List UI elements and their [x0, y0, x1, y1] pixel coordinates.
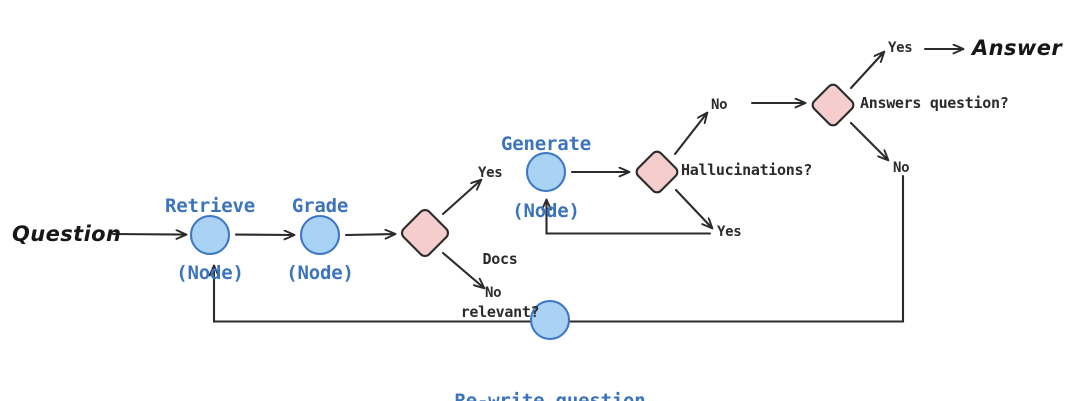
- node-rewrite-question[interactable]: [529, 299, 571, 341]
- node-label-retrieve-line1: Retrieve: [165, 194, 255, 217]
- edge-hallucinations-yes-loop: [547, 200, 712, 235]
- terminal-answer-label: Answer: [972, 36, 1063, 60]
- decision-label-docs-relevant-line2: relevant?: [460, 303, 540, 322]
- decision-label-docs-relevant-line1: Docs: [482, 250, 518, 269]
- edge-grade-to-docs-relevant: [344, 234, 395, 235]
- edge-docs-relevant-yes: [441, 180, 481, 216]
- decision-label-answers-question: Answers question?: [860, 94, 1009, 112]
- edge-question-to-retrieve: [111, 234, 186, 235]
- node-retrieve[interactable]: [189, 214, 231, 256]
- edge-label-answers-no: No: [893, 160, 910, 176]
- edge-label-docs-yes: Yes: [478, 165, 503, 181]
- edge-answers-question-no: [849, 121, 888, 160]
- decision-label-hallucinations: Hallucinations?: [681, 161, 812, 179]
- edge-hallucinations-yes: [674, 188, 712, 228]
- edge-label-docs-no: No: [485, 285, 502, 301]
- node-label-rewrite-question-line1: Re-write question: [454, 389, 646, 401]
- node-label-generate: Generate (Node): [486, 88, 606, 267]
- edge-label-hallucinations-yes: Yes: [717, 224, 742, 240]
- node-grade[interactable]: [299, 214, 341, 256]
- decision-docs-relevant[interactable]: [400, 208, 451, 259]
- node-label-rewrite-question: Re-write question (Node): [420, 345, 680, 401]
- node-label-grade-line2: (Node): [286, 262, 354, 285]
- edge-answers-question-yes: [849, 52, 884, 90]
- terminal-question-label: Question: [12, 222, 122, 246]
- edge-docs-relevant-no: [441, 251, 484, 288]
- node-label-retrieve: Retrieve (Node): [150, 150, 270, 329]
- node-label-grade: Grade (Node): [262, 150, 378, 329]
- decision-label-docs-relevant: Docs relevant?: [440, 216, 560, 358]
- node-label-grade-line1: Grade: [291, 194, 349, 217]
- node-label-retrieve-line2: (Node): [176, 262, 244, 285]
- edge-label-answers-yes: Yes: [888, 40, 913, 56]
- edge-label-hallucinations-no: No: [711, 97, 728, 113]
- decision-answers-question[interactable]: [810, 82, 855, 127]
- decision-hallucinations[interactable]: [634, 149, 679, 194]
- node-label-generate-line1: Generate: [501, 132, 591, 155]
- node-label-generate-line2: (Node): [512, 200, 580, 223]
- node-generate[interactable]: [525, 151, 567, 193]
- edge-hallucinations-no: [673, 113, 707, 156]
